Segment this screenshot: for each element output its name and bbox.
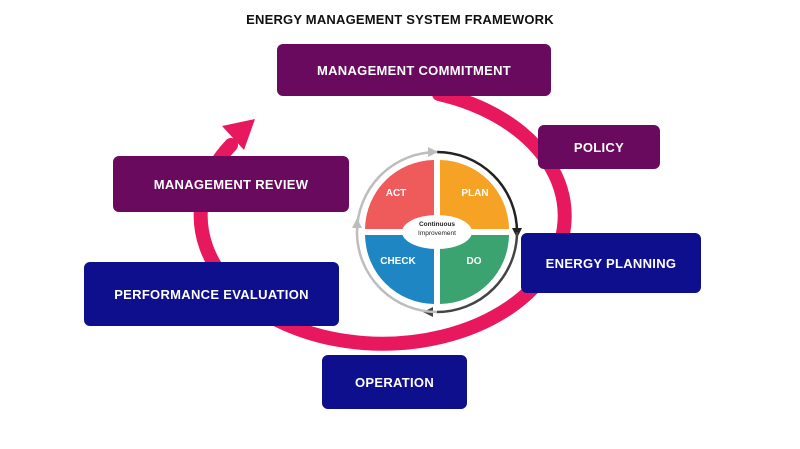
- pdca-arc-act-plan: [355, 150, 438, 233]
- pdca-arc-do-check: [436, 231, 519, 314]
- stage-performance-evaluation: PERFORMANCE EVALUATION: [84, 262, 339, 326]
- stage-policy: POLICY: [538, 125, 660, 169]
- stage-operation: OPERATION: [322, 355, 467, 409]
- pdca-arc-plan-do: [436, 150, 519, 233]
- diagram-title: ENERGY MANAGEMENT SYSTEM FRAMEWORK: [246, 12, 554, 27]
- pdca-check-label: CHECK: [380, 256, 416, 267]
- stage-management-commitment: MANAGEMENT COMMITMENT: [277, 44, 551, 96]
- pdca-plan-label: PLAN: [461, 188, 488, 199]
- pdca-arc-check-act: [355, 231, 438, 314]
- pdca-quadrant-do: [440, 235, 509, 304]
- pdca-arrow-right-icon: [428, 147, 438, 157]
- cycle-arrow-head-icon: [222, 119, 255, 150]
- pdca-quadrant-plan: [440, 160, 509, 229]
- pdca-center: [402, 215, 472, 249]
- pdca-center-label-2: Improvement: [418, 230, 456, 237]
- pdca-quadrant-check: [365, 235, 434, 304]
- pdca-quadrant-act: [365, 160, 434, 229]
- pdca-center-label: Continuous: [419, 221, 455, 228]
- stage-energy-planning: ENERGY PLANNING: [521, 233, 701, 293]
- pdca-act-label: ACT: [386, 188, 407, 199]
- stage-management-review: MANAGEMENT REVIEW: [113, 156, 349, 212]
- pdca-do-label: DO: [467, 256, 482, 267]
